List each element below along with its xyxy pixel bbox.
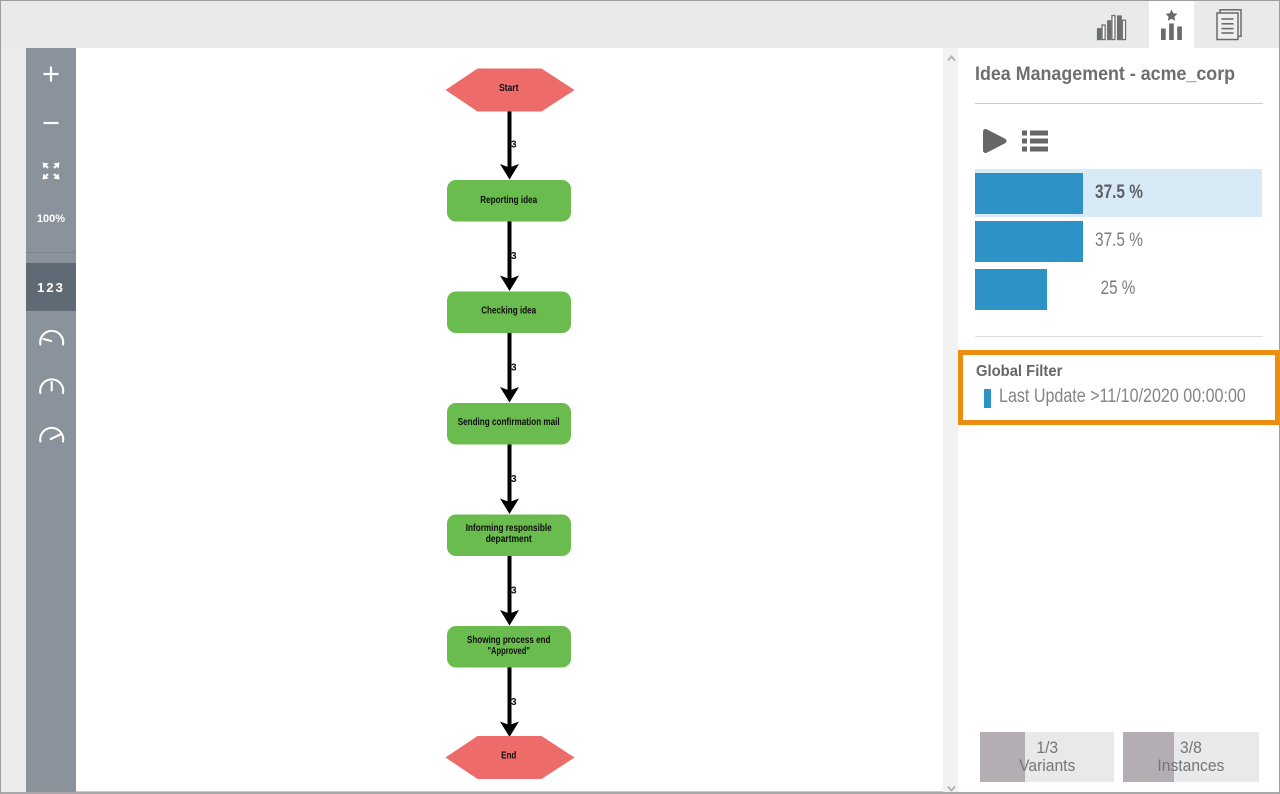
svg-text:Informing responsible: Informing responsible: [466, 522, 552, 534]
svg-text:3: 3: [511, 586, 517, 597]
svg-text:100%: 100%: [37, 213, 65, 225]
svg-text:Start: Start: [499, 82, 519, 94]
svg-text:Showing process end: Showing process end: [467, 634, 551, 646]
svg-text:3: 3: [511, 697, 517, 708]
svg-text:3: 3: [511, 474, 517, 485]
svg-text:"Approved": "Approved": [487, 645, 530, 657]
svg-text:123: 123: [37, 280, 65, 295]
svg-text:End: End: [501, 750, 516, 762]
svg-text:3: 3: [511, 251, 517, 262]
svg-text:3: 3: [511, 363, 517, 374]
svg-text:Reporting idea: Reporting idea: [480, 194, 537, 206]
svg-text:3: 3: [511, 140, 517, 151]
svg-text:department: department: [486, 533, 532, 545]
svg-text:Sending confirmation mail: Sending confirmation mail: [458, 416, 560, 428]
svg-text:Checking idea: Checking idea: [481, 305, 536, 317]
